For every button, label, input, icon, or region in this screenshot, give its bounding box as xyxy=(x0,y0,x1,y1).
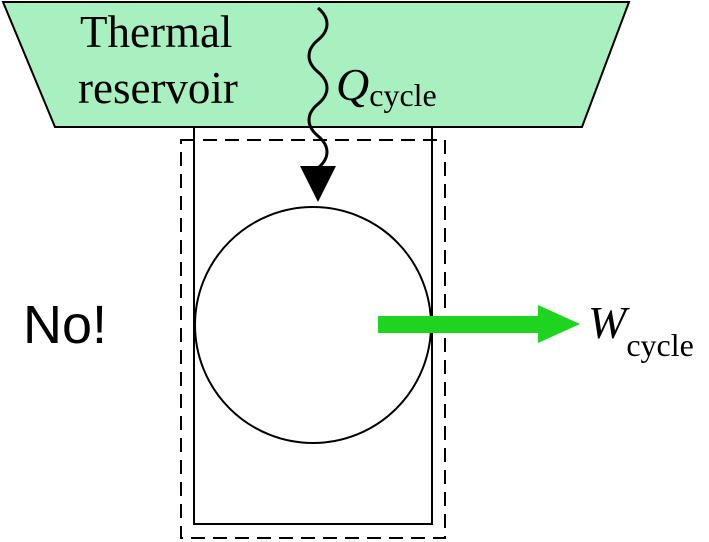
work-arrowhead xyxy=(538,305,580,343)
work-arrow-shaft xyxy=(378,316,540,333)
reservoir-label-line1: Thermal xyxy=(80,7,232,57)
work-symbol: W xyxy=(588,297,630,348)
work-label: Wcycle xyxy=(588,297,694,363)
heat-label: Qcycle xyxy=(336,59,437,113)
work-subscript: cycle xyxy=(626,327,694,363)
heat-arrowhead xyxy=(300,166,336,202)
verdict-text: No! xyxy=(23,295,107,355)
reservoir-label-line2: reservoir xyxy=(78,63,238,113)
heat-symbol: Q xyxy=(336,59,369,110)
thermal-reservoir xyxy=(1,1,631,128)
heat-subscript: cycle xyxy=(369,77,437,113)
system-boundary-dashed xyxy=(180,139,446,539)
heat-wavy-line xyxy=(307,6,329,170)
